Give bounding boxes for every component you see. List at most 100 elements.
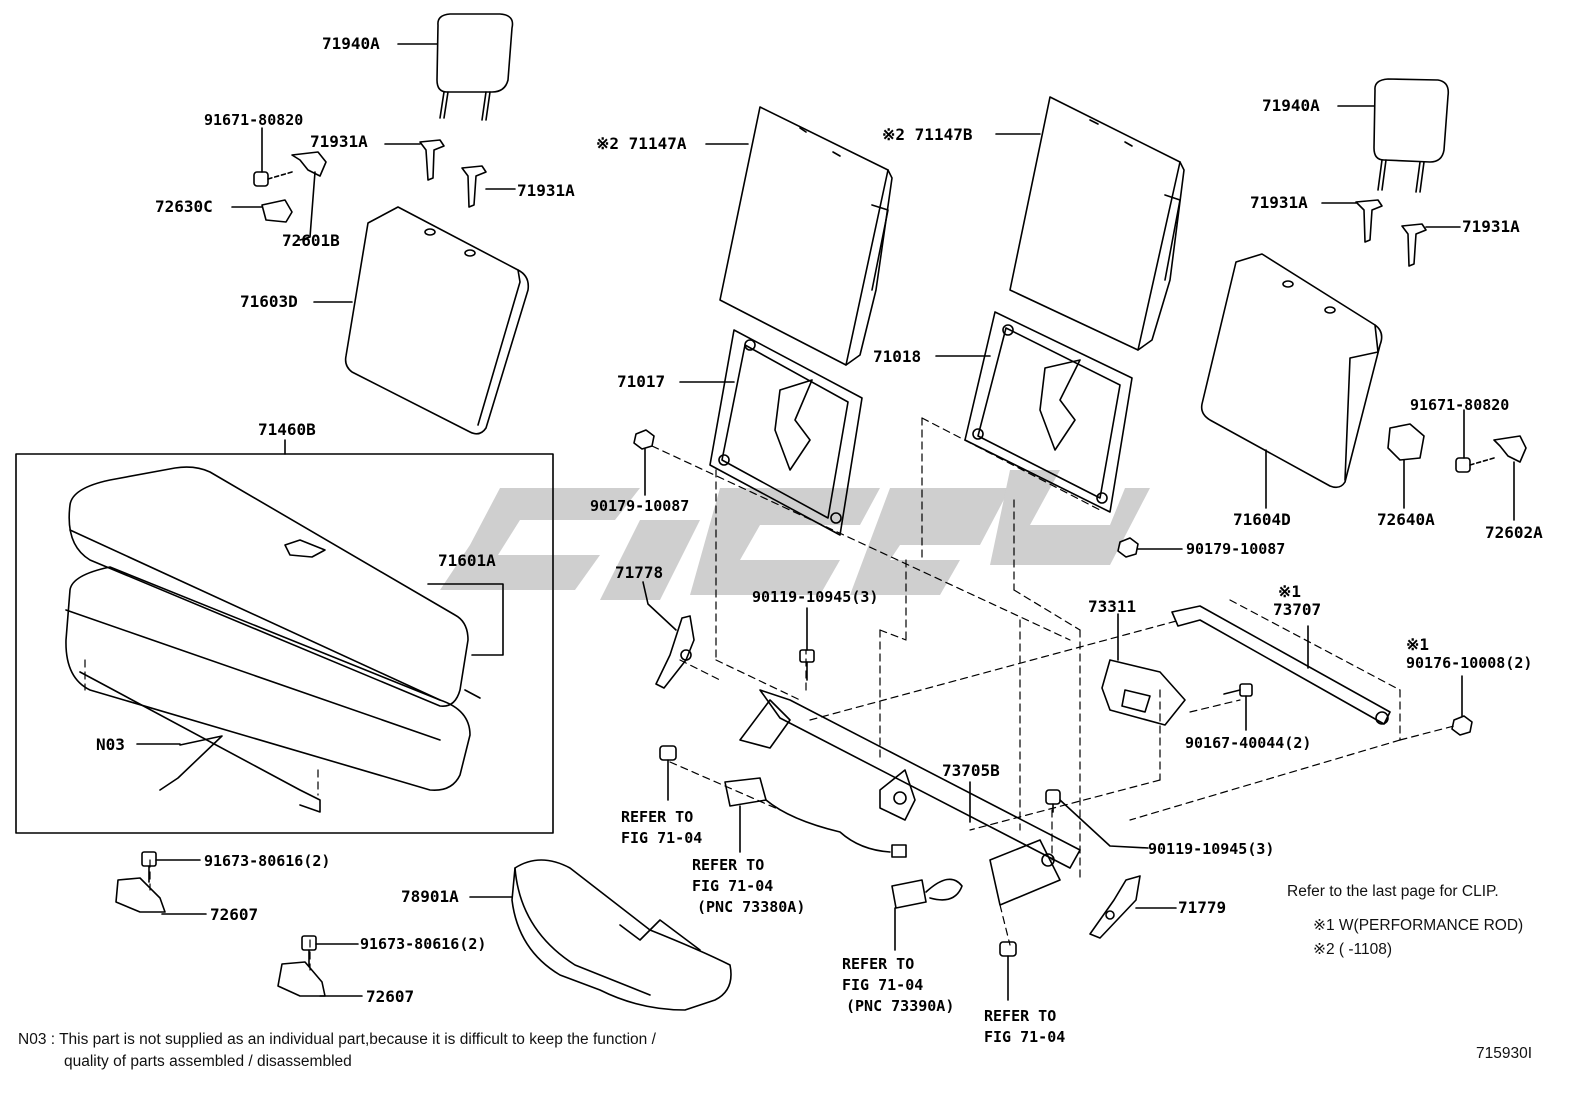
- seatback-frame-left: [709, 329, 863, 536]
- label-91673-2: 91673-80616(2): [360, 935, 487, 953]
- label-71931a-2: 71931A: [517, 181, 575, 200]
- label-90167: 90167-40044(2): [1185, 734, 1312, 752]
- headrest-guide-right-2: [1401, 223, 1427, 267]
- nut-90176: [1451, 715, 1473, 736]
- bracket-72601b: [291, 151, 327, 177]
- bolt-refer-d: [999, 941, 1017, 1001]
- bolt-90119-top: [799, 649, 815, 681]
- leader-line: [642, 581, 677, 631]
- headrest-guide-left-1: [419, 139, 445, 181]
- n03-note-line-2: quality of parts assembled / disassemble…: [64, 1053, 352, 1070]
- label-73311: 73311: [1088, 597, 1137, 616]
- seat-cushion-pad: [65, 566, 481, 792]
- n03-note-line-1: N03 : This part is not supplied as an in…: [18, 1031, 656, 1048]
- seatback-pad-left: [719, 106, 893, 366]
- label-71603d: 71603D: [240, 292, 298, 311]
- label-90119-top: 90119-10945(3): [752, 588, 879, 606]
- label-71017: 71017: [617, 372, 666, 391]
- clip-72630c: [261, 199, 293, 223]
- label-91671-left: 91671-80820: [204, 111, 304, 129]
- label-refer-d-2: FIG 71-04: [984, 1028, 1066, 1046]
- bolt-91671-left: [253, 171, 293, 187]
- bolt-91671-right: [1455, 457, 1495, 473]
- label-refer-b-2: FIG 71-04: [692, 877, 774, 895]
- label-71018: 71018: [873, 347, 922, 366]
- seatbelt-buckle-right: [891, 878, 963, 909]
- cover-78901a: [511, 859, 732, 1011]
- seat-frame-73705b: [739, 689, 1081, 906]
- label-73707: 73707: [1273, 600, 1322, 619]
- nut-90179-right: [1117, 537, 1139, 558]
- label-n03: N03: [96, 735, 125, 754]
- label-90179-right: 90179-10087: [1186, 540, 1286, 558]
- seatback-cover-right: [1200, 253, 1383, 489]
- headrest-guide-right-1: [1355, 199, 1383, 243]
- label-refer-b-1: REFER TO: [692, 856, 765, 874]
- bolt-90119-bottom: [1045, 789, 1061, 813]
- label-refer-a-2: FIG 71-04: [621, 829, 703, 847]
- label-72630c: 72630C: [155, 197, 213, 216]
- label-72640a: 72640A: [1377, 510, 1435, 529]
- headrest-guide-left-2: [461, 165, 487, 208]
- seat-cushion-wire: [79, 671, 321, 813]
- seat-cushion-cover: [68, 466, 469, 707]
- label-91673-1: 91673-80616(2): [204, 852, 331, 870]
- label-71779: 71779: [1178, 898, 1227, 917]
- bolt-refer-a: [659, 745, 677, 801]
- clip-reference-note: Refer to the last page for CLIP.: [1287, 883, 1499, 900]
- label-72601b: 72601B: [282, 231, 340, 250]
- watermark-logo: [440, 470, 1150, 600]
- bracket-73311: [1101, 659, 1186, 726]
- label-71940a-right: 71940A: [1262, 96, 1320, 115]
- assembly-box-71460b: [15, 453, 554, 834]
- headrest-left: [436, 13, 514, 121]
- label-71940a-left: 71940A: [322, 34, 380, 53]
- label-72602a: 72602A: [1485, 523, 1543, 542]
- headrest-right: [1373, 78, 1450, 193]
- seatback-frame-right: [964, 311, 1133, 513]
- footnote-mark-1: ※1 W(PERFORMANCE ROD): [1313, 917, 1524, 934]
- leader-line: [1059, 799, 1149, 849]
- bolt-90167: [1223, 683, 1253, 697]
- lever-71778: [655, 615, 695, 689]
- label-71460b: 71460B: [258, 420, 316, 439]
- label-refer-c-2: FIG 71-04: [842, 976, 924, 994]
- label-refer-c-3: (PNC 73390A): [846, 997, 955, 1015]
- figure-id: 715930I: [1476, 1045, 1533, 1062]
- bracket-72602a: [1493, 435, 1527, 463]
- label-71931a-1: 71931A: [310, 132, 368, 151]
- label-90176: 90176-10008(2): [1406, 654, 1533, 672]
- footnote-mark-2: ※2 ( -1108): [1313, 941, 1393, 958]
- label-refer-b-3: (PNC 73380A): [697, 898, 806, 916]
- leader-line: [299, 171, 316, 241]
- label-71147b: ※2 71147B: [882, 125, 973, 144]
- label-71778: 71778: [615, 563, 664, 582]
- seatback-pad-right: [1009, 96, 1185, 351]
- bracket-72607-2: [277, 935, 326, 997]
- label-71601a: 71601A: [438, 551, 496, 570]
- label-71931a-3: 71931A: [1250, 193, 1308, 212]
- seatbelt-buckle-left: [724, 777, 907, 858]
- label-90179-left: 90179-10087: [590, 497, 690, 515]
- label-90176-mark: ※1: [1406, 635, 1430, 654]
- clip-72640a: [1387, 423, 1425, 461]
- label-refer-c-1: REFER TO: [842, 955, 915, 973]
- label-refer-a-1: REFER TO: [621, 808, 694, 826]
- label-91671-right: 91671-80820: [1410, 396, 1510, 414]
- label-72607-1: 72607: [210, 905, 259, 924]
- rod-73707: [1171, 605, 1391, 725]
- label-71931a-4: 71931A: [1462, 217, 1520, 236]
- label-90119-bottom: 90119-10945(3): [1148, 840, 1275, 858]
- label-73707-mark: ※1: [1278, 582, 1302, 601]
- bracket-72607-1: [115, 851, 166, 913]
- lever-71779: [1089, 875, 1141, 939]
- nut-90179-left: [633, 429, 655, 450]
- label-71147a: ※2 71147A: [596, 134, 687, 153]
- label-71604d: 71604D: [1233, 510, 1291, 529]
- label-72607-2: 72607: [366, 987, 415, 1006]
- label-refer-d-1: REFER TO: [984, 1007, 1057, 1025]
- leader-line: [427, 583, 504, 656]
- label-78901a: 78901A: [401, 887, 459, 906]
